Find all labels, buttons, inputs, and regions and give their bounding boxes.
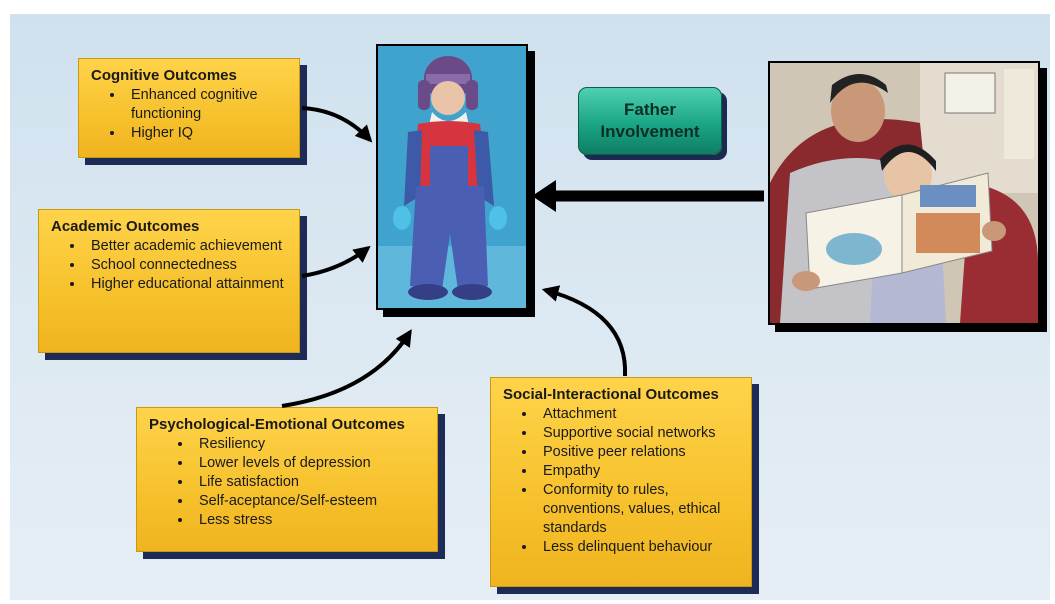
- cognitive-outcomes-title: Cognitive Outcomes: [91, 67, 237, 84]
- list-item: Self-aceptance/Self-esteem: [193, 492, 427, 511]
- list-item: Empathy: [537, 462, 741, 481]
- psychological-emotional-outcomes-box: Psychological-Emotional Outcomes Resilie…: [136, 407, 438, 552]
- list-item: Attachment: [537, 405, 741, 424]
- father-involvement-badge: Father Involvement: [578, 87, 722, 155]
- social-interactional-outcomes-list: Attachment Supportive social networks Po…: [503, 405, 741, 557]
- list-item: Less delinquent behaviour: [537, 538, 741, 557]
- list-item: Supportive social networks: [537, 424, 741, 443]
- father-reading-illustration: [770, 63, 1038, 323]
- psychological-emotional-outcomes-title: Psychological-Emotional Outcomes: [149, 416, 405, 433]
- social-arrow: [541, 285, 628, 377]
- list-item: Life satisfaction: [193, 473, 427, 492]
- child-illustration: [378, 46, 526, 308]
- list-item: Higher educational attainment: [85, 275, 289, 294]
- list-item: Enhanced cognitive functioning: [125, 86, 289, 124]
- cognitive-arrow: [301, 106, 373, 143]
- social-interactional-outcomes-box: Social-Interactional Outcomes Attachment…: [490, 377, 752, 587]
- father-reading-photo: [768, 61, 1040, 325]
- academic-arrow: [301, 245, 371, 278]
- list-item: Better academic achievement: [85, 237, 289, 256]
- cognitive-outcomes-box: Cognitive Outcomes Enhanced cognitive fu…: [78, 58, 300, 158]
- father-involvement-line1: Father: [624, 100, 676, 119]
- list-item: Lower levels of depression: [193, 454, 427, 473]
- list-item: Higher IQ: [125, 124, 289, 143]
- list-item: Less stress: [193, 511, 427, 530]
- father-involvement-arrowhead: [532, 180, 556, 212]
- social-interactional-outcomes-title: Social-Interactional Outcomes: [503, 386, 719, 403]
- child-photo: [376, 44, 528, 310]
- academic-outcomes-list: Better academic achievement School conne…: [51, 237, 289, 294]
- psychological-emotional-outcomes-list: Resiliency Lower levels of depression Li…: [149, 435, 427, 530]
- academic-outcomes-title: Academic Outcomes: [51, 218, 200, 235]
- list-item: Positive peer relations: [537, 443, 741, 462]
- list-item: Conformity to rules, conventions, values…: [537, 481, 741, 538]
- father-involvement-line2: Involvement: [600, 122, 700, 141]
- list-item: Resiliency: [193, 435, 427, 454]
- cognitive-outcomes-list: Enhanced cognitive functioning Higher IQ: [91, 86, 289, 143]
- psychological-arrow: [281, 329, 412, 408]
- list-item: School connectedness: [85, 256, 289, 275]
- academic-outcomes-box: Academic Outcomes Better academic achiev…: [38, 209, 300, 353]
